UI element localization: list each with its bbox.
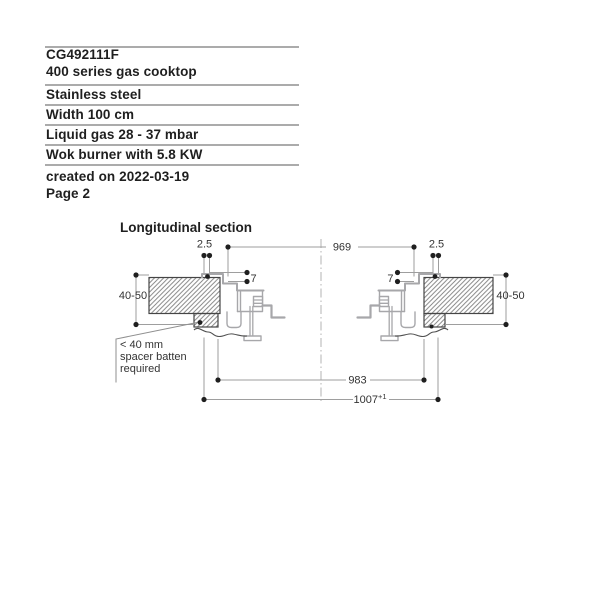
cooktop-profile-left [201,273,286,342]
model-number: CG492111F [46,47,119,62]
mounting-bracket [356,304,381,319]
dim-worktop-thickness-right: 40-50 [445,272,525,328]
dim-inner-span: 969 [225,242,417,277]
clamp-screw-head [378,295,390,308]
break-line-left [193,327,248,338]
break-line-right [394,327,449,338]
spec-material: Stainless steel [46,87,142,102]
created-date: created on 2022-03-19 [46,168,190,184]
svg-text:7: 7 [387,273,393,285]
clamp-foot [243,335,262,342]
svg-text:983: 983 [348,375,366,387]
spacer-batten-left [193,312,219,328]
dim-step-right: 7 [387,269,433,285]
drawing-title: Longitudinal section [120,220,252,235]
page-number: Page 2 [46,185,91,201]
dim-step-left: 7 [209,269,257,285]
clamp-foot [380,335,399,342]
svg-text:2.5: 2.5 [197,239,212,251]
flange-corner-point-left [205,274,210,279]
svg-text:2.5: 2.5 [429,239,444,251]
svg-text:969: 969 [333,242,351,254]
svg-text:7: 7 [251,273,257,285]
spec-gas: Liquid gas 28 - 37 mbar [46,127,199,142]
spacer-batten-point-left [197,320,203,325]
svg-text:spacer batten: spacer batten [120,351,187,363]
dim-flange-edge-left: 2.5 [197,239,212,273]
spacer-batten-right [423,312,446,328]
dim-cutout-span: 983 [215,339,427,387]
svg-text:< 40 mm: < 40 mm [120,339,163,351]
cooktop-profile-right [356,273,441,342]
flange-corner-point-right [432,274,438,279]
spacer-batten-point-right [429,324,434,329]
svg-text:40-50: 40-50 [119,290,147,302]
mounting-bracket [261,304,286,319]
spacer-note: < 40 mm spacer batten required [115,322,198,383]
divider [45,104,299,106]
dim-flange-edge-right: 2.5 [429,239,444,273]
divider [45,124,299,126]
series-name: 400 series gas cooktop [46,64,197,79]
clamp-bolt [249,305,254,337]
svg-text:1007+1: 1007+1 [353,392,386,406]
divider [45,84,299,86]
divider [45,144,299,146]
dim-overall-span: 1007+1 [201,337,441,406]
spec-width: Width 100 cm [46,107,135,122]
spec-burner: Wok burner with 5.8 KW [46,147,203,162]
divider [45,45,299,48]
callout-leader [115,322,198,383]
dim-worktop-thickness-left: 40-50 [119,272,194,328]
divider [45,164,299,166]
clamp-screw-head [252,295,264,308]
worktop-left [148,276,221,328]
clamp-bolt [388,305,393,337]
svg-text:required: required [120,363,160,375]
svg-text:40-50: 40-50 [496,290,524,302]
worktop-right [423,276,494,328]
